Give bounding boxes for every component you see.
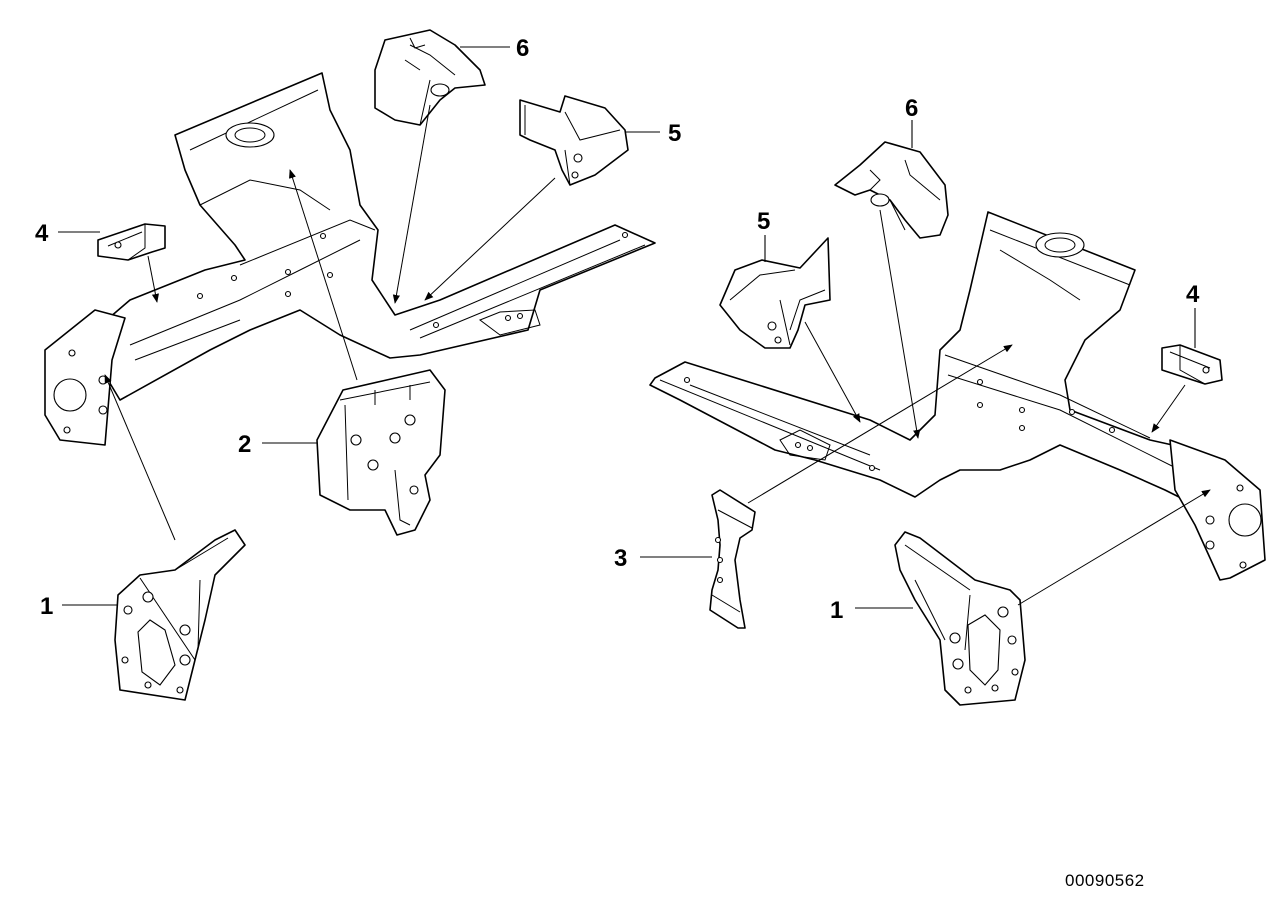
left-part-4-bracket [97, 223, 166, 261]
left-part-6-bracket [374, 29, 486, 126]
arrow-right-5 [804, 321, 861, 423]
left-callout-4: 4 [35, 220, 49, 247]
left-part-2-plate [316, 369, 446, 536]
right-callout-4: 4 [1186, 281, 1200, 308]
right-frame-assembly [649, 211, 1266, 581]
arrow-left-6 [392, 104, 431, 304]
arrow-right-1 [1017, 489, 1211, 606]
arrow-left-1 [104, 374, 176, 541]
right-part-1-bracket [894, 531, 1026, 706]
arrow-left-2 [289, 169, 358, 381]
left-part-1-bracket [114, 529, 246, 701]
left-assembly: 1 2 4 5 6 [35, 29, 681, 701]
arrow-right-3 [747, 344, 1013, 504]
right-part-4-bracket [1161, 344, 1223, 385]
right-part-3-strip [709, 489, 756, 629]
left-frame-assembly [44, 72, 656, 446]
right-callout-6: 6 [905, 95, 918, 122]
right-assembly: 1 3 4 5 6 [614, 95, 1266, 706]
right-callout-1: 1 [830, 597, 843, 624]
document-number: 00090562 [1065, 871, 1145, 890]
right-part-6-bracket [834, 141, 949, 239]
arrow-right-4 [1151, 384, 1186, 433]
right-callout-3: 3 [614, 545, 627, 572]
right-callout-5: 5 [757, 208, 770, 235]
arrow-left-4 [147, 255, 159, 303]
right-part-5-bracket [719, 237, 831, 349]
left-callout-5: 5 [668, 120, 681, 147]
arrow-left-5 [424, 177, 556, 301]
left-callout-1: 1 [40, 593, 53, 620]
arrow-right-6 [879, 209, 921, 439]
left-callout-2: 2 [238, 431, 251, 458]
left-callout-6: 6 [516, 35, 529, 62]
left-part-5-bracket [519, 95, 629, 186]
